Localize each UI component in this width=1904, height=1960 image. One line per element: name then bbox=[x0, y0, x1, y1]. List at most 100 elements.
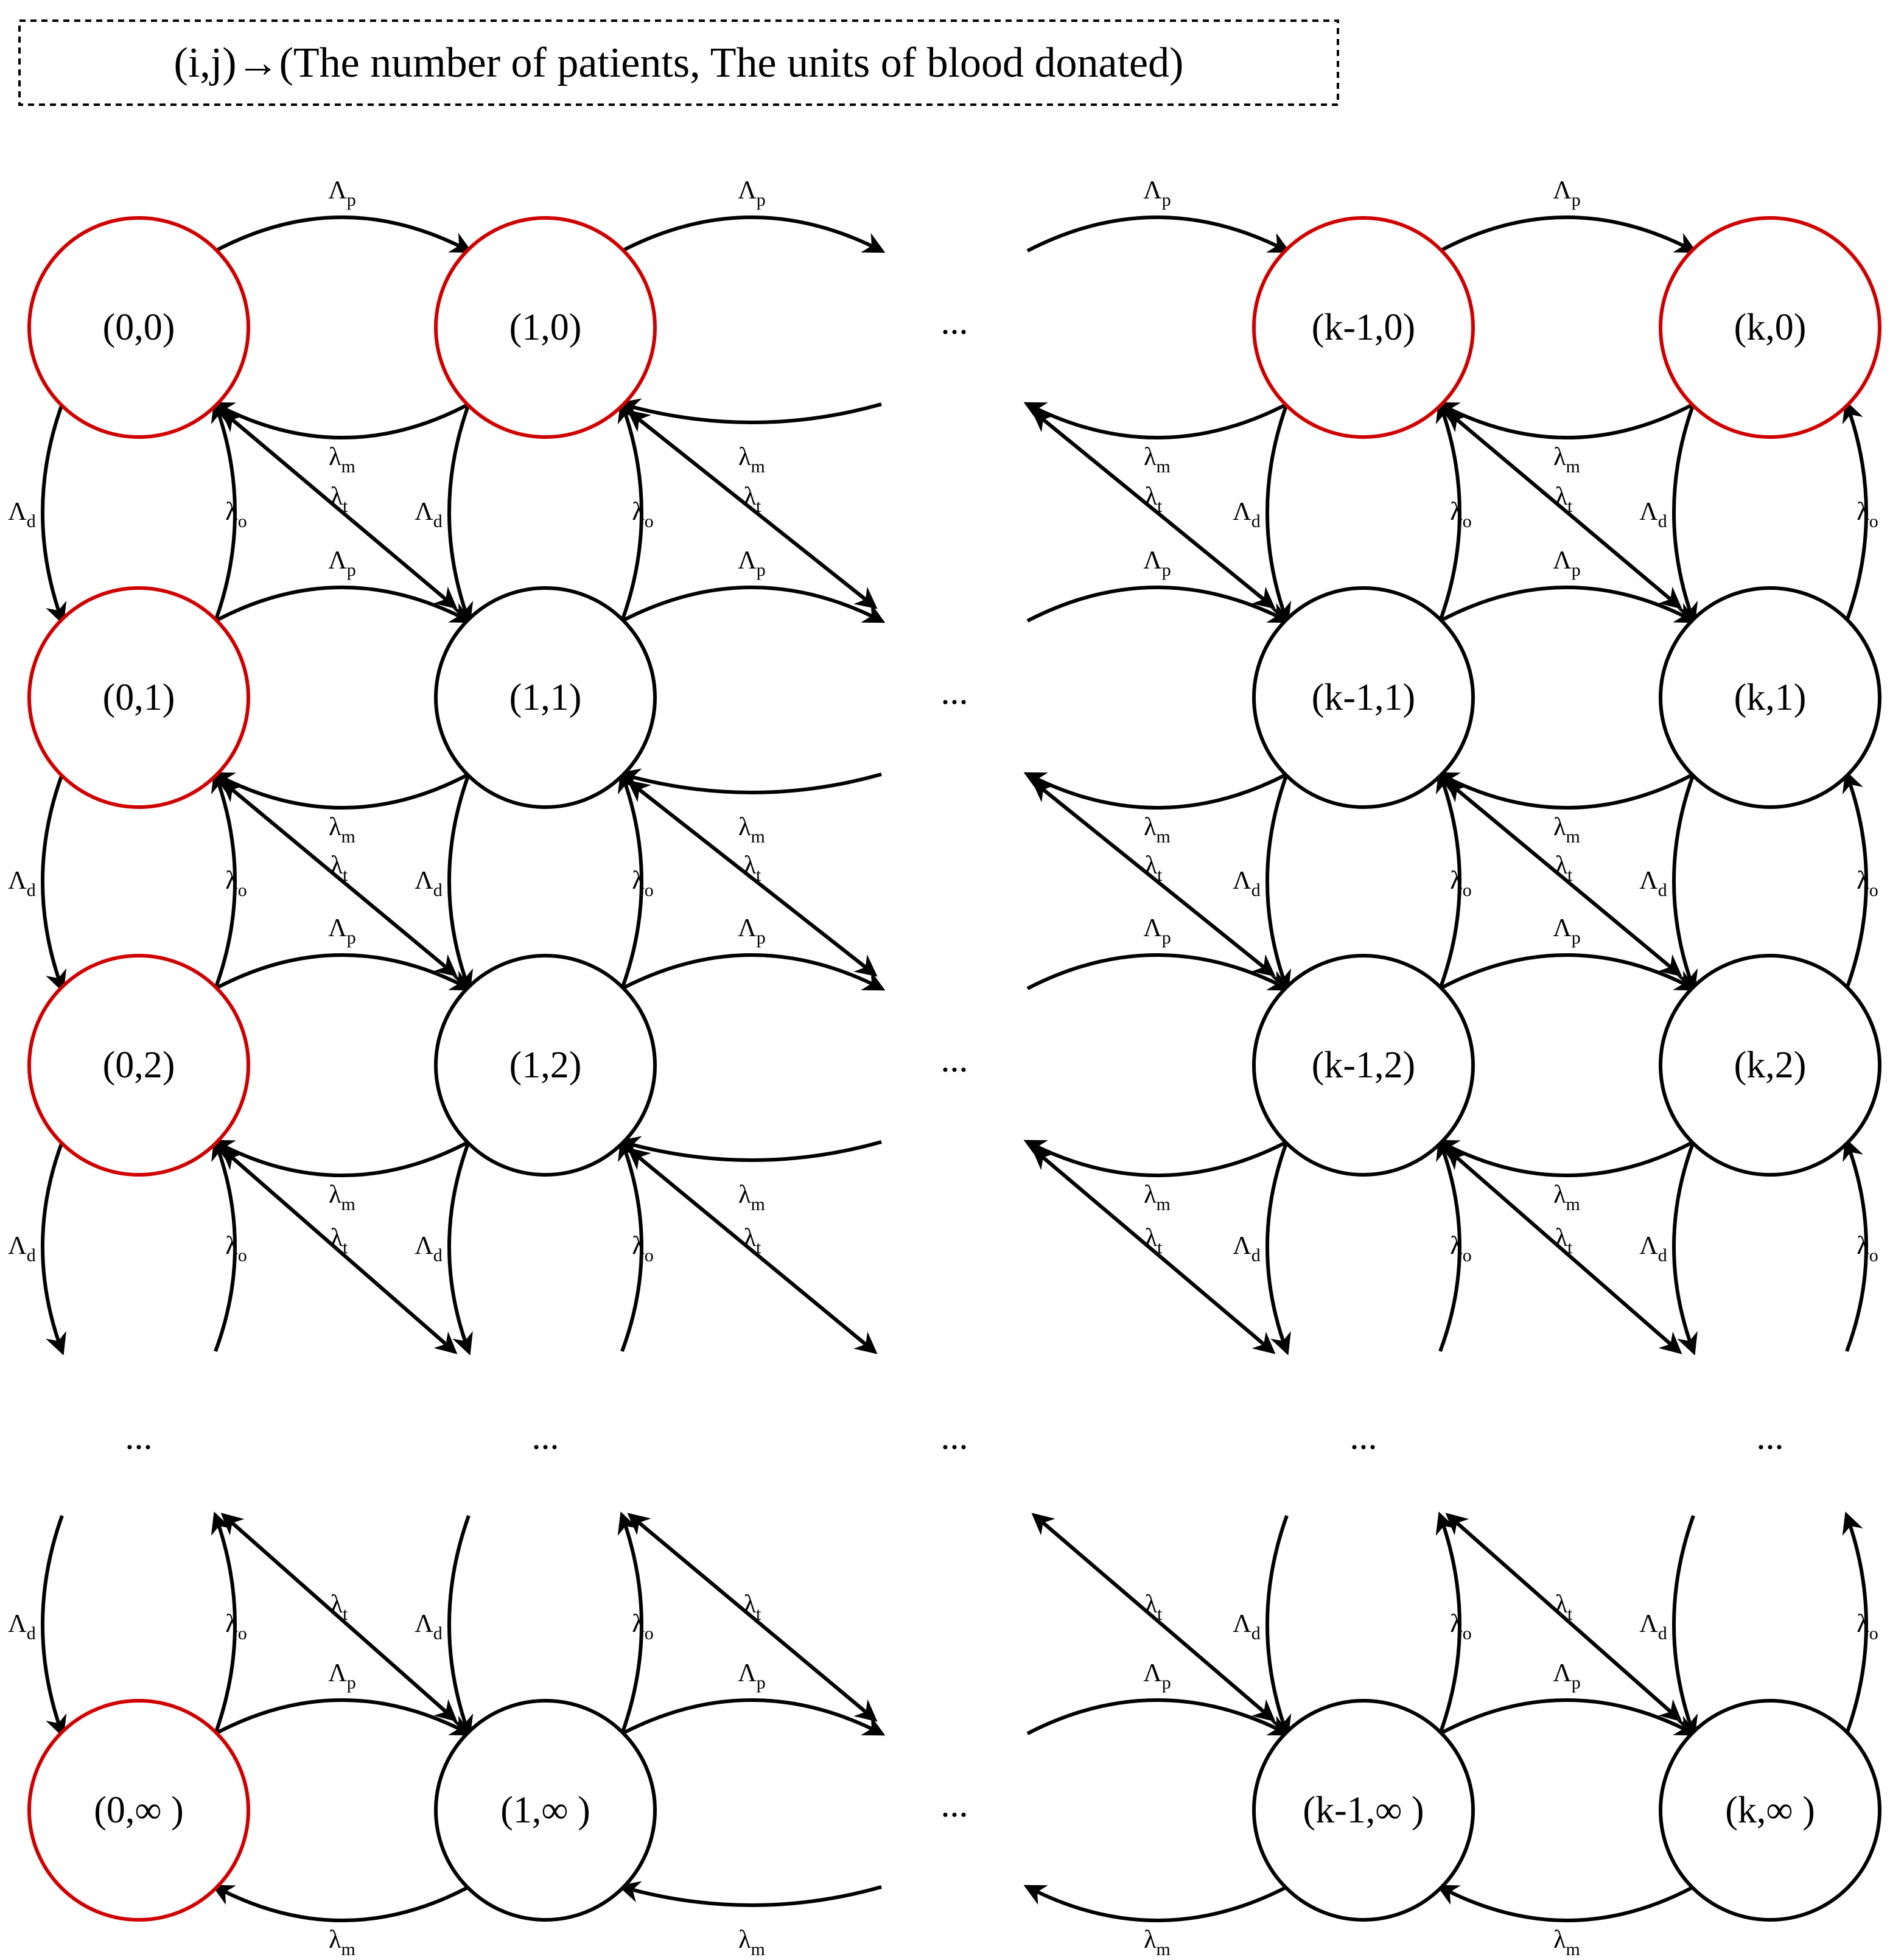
label-lambda-p-open-r2: Λp bbox=[738, 914, 765, 948]
label-lambda-o-open-c3: λo bbox=[1857, 1232, 1878, 1265]
state-circle bbox=[1659, 1699, 1881, 1922]
arc-lambda-m-in-r0 bbox=[1023, 402, 1288, 439]
arc-lambda-d-in-c3 bbox=[1672, 1514, 1698, 1738]
label-lambda-d-c2-r0: Λd bbox=[1233, 498, 1260, 531]
arc-lambda-d-c0-r1 bbox=[41, 773, 67, 993]
state-label: (1,1) bbox=[509, 677, 582, 718]
state-circle bbox=[1659, 586, 1881, 809]
arc-lambda-d-in-c1 bbox=[447, 1514, 474, 1738]
state-label: (k-1,1) bbox=[1312, 677, 1415, 718]
arc-lambda-o-open-c3 bbox=[1843, 1138, 1868, 1353]
arc-lambda-m-open-r1 bbox=[618, 768, 882, 794]
arc-lambda-m-r0-c0 bbox=[211, 402, 470, 439]
arc-lambda-m-open-r0 bbox=[618, 398, 882, 424]
state-node-1-1: (1,1) bbox=[434, 586, 657, 809]
state-circle bbox=[434, 586, 657, 809]
arc-lambda-d-open-c0 bbox=[41, 1141, 66, 1356]
ellipsis-row: ... bbox=[125, 1416, 153, 1457]
label-lambda-p-open-r0: Λp bbox=[738, 177, 765, 210]
arc-lambda-o-in-c0 bbox=[211, 1511, 237, 1735]
label-lambda-p-open-r1: Λp bbox=[738, 547, 765, 580]
arc-lambda-p-in-r0 bbox=[1026, 215, 1291, 253]
state-nodes: (0,0)(1,0)(k-1,0)(k,0)(0,1)(1,1)(k-1,1)(… bbox=[27, 216, 1881, 1922]
state-label: (k-1,0) bbox=[1312, 307, 1415, 348]
label-lambda-t-c0-r2: λt bbox=[331, 1224, 348, 1258]
arc-lambda-d-in-c2 bbox=[1265, 1514, 1292, 1738]
arc-lambda-p-open-r3 bbox=[621, 1698, 886, 1736]
arc-lambda-p-r0-c2 bbox=[1439, 215, 1698, 253]
label-lambda-t-c2-r1: λt bbox=[1555, 852, 1573, 885]
arc-lambda-m-r0-c2 bbox=[1436, 402, 1695, 439]
state-node-k-1-1: (k-1,1) bbox=[1252, 586, 1475, 809]
arc-lambda-m-r3-c0 bbox=[211, 1885, 470, 1922]
label-lambda-o-c0-r1: λo bbox=[225, 867, 247, 900]
line-lambda-t-down-c2-r2 bbox=[1447, 1149, 1682, 1354]
arc-lambda-p-open-r0 bbox=[621, 215, 886, 253]
label-lambda-t-cin-r2: λt bbox=[1145, 1224, 1163, 1258]
label-lambda-m-r2-c0: λm bbox=[329, 1181, 355, 1214]
label-lambda-t-cin-r0: λt bbox=[1145, 483, 1163, 516]
state-node-k-1: (k,1) bbox=[1659, 586, 1881, 809]
label-lambda-o-c3-r1: λo bbox=[1857, 867, 1878, 900]
arc-lambda-d-c3-r0 bbox=[1672, 403, 1698, 625]
label-lambda-d-c1-r1: Λd bbox=[415, 867, 442, 900]
state-node-k-1-∞: (k-1,∞ ) bbox=[1252, 1699, 1475, 1922]
label-lambda-p-r3-c0: Λp bbox=[328, 1659, 355, 1693]
label-lambda-t-c1-r1: λt bbox=[744, 852, 761, 885]
ellipsis-row: ... bbox=[1757, 1416, 1784, 1457]
state-node-1-2: (1,2) bbox=[434, 954, 657, 1177]
arc-lambda-d-c1-r0 bbox=[447, 403, 474, 625]
label-lambda-d-in-c0: Λd bbox=[8, 1610, 35, 1643]
label-lambda-p-in-r3: Λp bbox=[1143, 1659, 1171, 1693]
ellipsis-col: ... bbox=[941, 671, 968, 712]
line-lambda-t-down-c1-r2 bbox=[629, 1149, 878, 1354]
arc-lambda-o-c2-r0 bbox=[1435, 400, 1461, 622]
label-lambda-p-r1-c0: Λp bbox=[328, 547, 355, 580]
state-label: (k,2) bbox=[1734, 1045, 1807, 1086]
arc-lambda-d-open-c3 bbox=[1672, 1141, 1698, 1356]
arc-lambda-m-r3-c2 bbox=[1436, 1885, 1695, 1922]
state-circle bbox=[1252, 954, 1475, 1177]
label-lambda-d-open-c0: Λd bbox=[8, 1232, 35, 1265]
label-lambda-d-c0-r0: Λd bbox=[8, 498, 35, 531]
state-circle bbox=[27, 1699, 250, 1922]
label-lambda-m-r1-c0: λm bbox=[329, 813, 355, 847]
state-circle bbox=[1659, 954, 1881, 1177]
transition-edges bbox=[41, 215, 1868, 1922]
label-lambda-o-c0-r0: λo bbox=[225, 498, 247, 531]
arc-lambda-p-open-r2 bbox=[621, 953, 886, 991]
label-lambda-m-in-r2: λm bbox=[1144, 1181, 1171, 1214]
state-node-1-0: (1,0) bbox=[434, 216, 657, 439]
label-lambda-o-open-c1: λo bbox=[632, 1232, 653, 1265]
label-lambda-t-c2-r3: λt bbox=[1555, 1591, 1573, 1624]
arc-lambda-d-c2-r1 bbox=[1265, 773, 1292, 993]
arc-lambda-m-r2-c2 bbox=[1436, 1139, 1695, 1177]
label-lambda-o-c3-r0: λo bbox=[1857, 498, 1878, 531]
arc-lambda-m-r1-c2 bbox=[1436, 772, 1695, 810]
label-lambda-p-in-r2: Λp bbox=[1143, 914, 1171, 948]
ellipsis-row: ... bbox=[941, 1416, 968, 1457]
label-lambda-o-in-c0: λo bbox=[225, 1610, 247, 1643]
label-lambda-o-c2-r0: λo bbox=[1450, 498, 1471, 531]
label-lambda-d-c2-r1: Λd bbox=[1233, 867, 1260, 900]
line-lambda-t-down-c2-r1 bbox=[1447, 781, 1682, 977]
label-lambda-t-c2-r2: λt bbox=[1555, 1224, 1573, 1258]
label-lambda-m-in-r1: λm bbox=[1144, 813, 1171, 847]
line-lambda-t-down-cin-r2 bbox=[1034, 1149, 1276, 1354]
arc-lambda-p-r2-c2 bbox=[1439, 953, 1698, 991]
rate-labels: ΛpλmΛpλmΛpλmΛpλmΛpλmΛpλmΛpλmΛpλmΛpλmΛpλm… bbox=[8, 177, 1878, 1959]
state-label: (1,∞ ) bbox=[500, 1790, 590, 1831]
label-lambda-d-in-c3: Λd bbox=[1639, 1610, 1667, 1643]
label-lambda-t-cin-r3: λt bbox=[1145, 1591, 1163, 1624]
arc-lambda-o-c3-r0 bbox=[1842, 400, 1868, 622]
state-circle bbox=[1252, 216, 1475, 439]
arc-lambda-p-r1-c0 bbox=[214, 586, 473, 623]
state-node-k-∞: (k,∞ ) bbox=[1659, 1699, 1881, 1922]
arc-lambda-m-in-r3 bbox=[1023, 1885, 1288, 1922]
label-lambda-o-c1-r0: λo bbox=[632, 498, 653, 531]
state-node-0-0: (0,0) bbox=[27, 216, 250, 439]
line-lambda-t-down-cin-r3 bbox=[1034, 1514, 1276, 1722]
arc-lambda-o-c0-r1 bbox=[211, 770, 237, 990]
label-lambda-m-in-r3: λm bbox=[1144, 1926, 1171, 1959]
state-node-0-2: (0,2) bbox=[27, 954, 250, 1177]
